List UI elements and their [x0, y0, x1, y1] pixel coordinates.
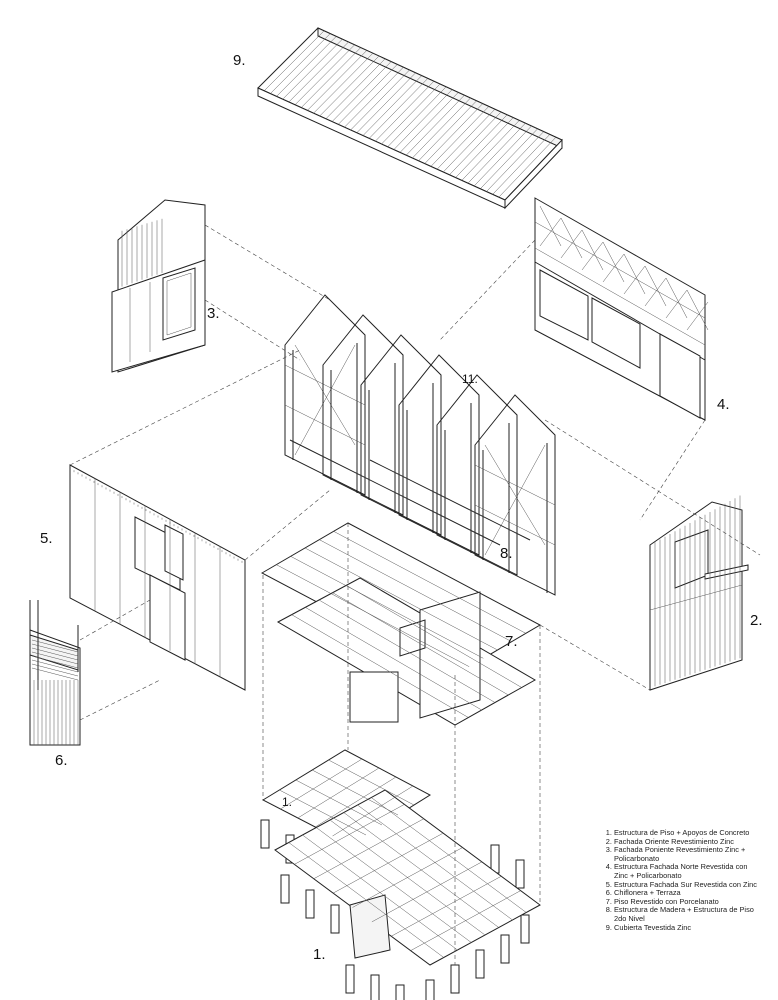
- label-2: 2.: [750, 612, 763, 629]
- legend-item: Estructura de Madera + Estructura de Pis…: [614, 905, 760, 923]
- porcelain-floor-levels: [260, 522, 542, 726]
- label-1: 1.: [313, 946, 326, 963]
- label-3: 3.: [207, 305, 220, 322]
- legend-item: Fachada Oriente Revestimiento Zinc: [614, 837, 760, 847]
- exploded-guide-lines: [69, 224, 761, 965]
- north-facade-structure: [534, 197, 709, 421]
- legend: Estructura de Piso + Apoyos de ConcretoF…: [600, 828, 760, 933]
- east-facade-panel: [649, 495, 749, 691]
- legend-item: Cubierta Tevestida Zinc: [614, 923, 760, 933]
- label-4: 4.: [717, 396, 730, 413]
- legend-item: Chiflonera + Terraza: [614, 889, 760, 898]
- label-8: 8.: [500, 545, 513, 562]
- porch-and-terrace: [29, 600, 81, 746]
- legend-item: Fachada Poniente Revestimiento Zinc + Po…: [614, 845, 760, 863]
- legend-item: Estructura de Piso + Apoyos de Concreto: [614, 828, 760, 838]
- legend-item: Piso Revestido con Porcelanato: [614, 897, 760, 907]
- label-5: 5.: [40, 530, 53, 547]
- south-facade-panel: [69, 464, 246, 691]
- legend-list: Estructura de Piso + Apoyos de ConcretoF…: [600, 828, 760, 933]
- west-facade-panel: [111, 199, 206, 373]
- timber-structure-frames: [284, 294, 556, 596]
- label-7: 7.: [505, 633, 518, 650]
- label-9: 9.: [233, 52, 246, 69]
- roof-zinc-cover: [257, 27, 563, 210]
- label-11: 11.: [462, 372, 478, 386]
- label-1-small: 1.: [282, 795, 293, 809]
- legend-item: Estructura Fachada Sur Revestida con Zin…: [614, 880, 760, 890]
- label-6: 6.: [55, 752, 68, 769]
- floor-structure-and-piles: [260, 749, 541, 1000]
- legend-item: Estructura Fachada Norte Revestida con Z…: [614, 863, 760, 880]
